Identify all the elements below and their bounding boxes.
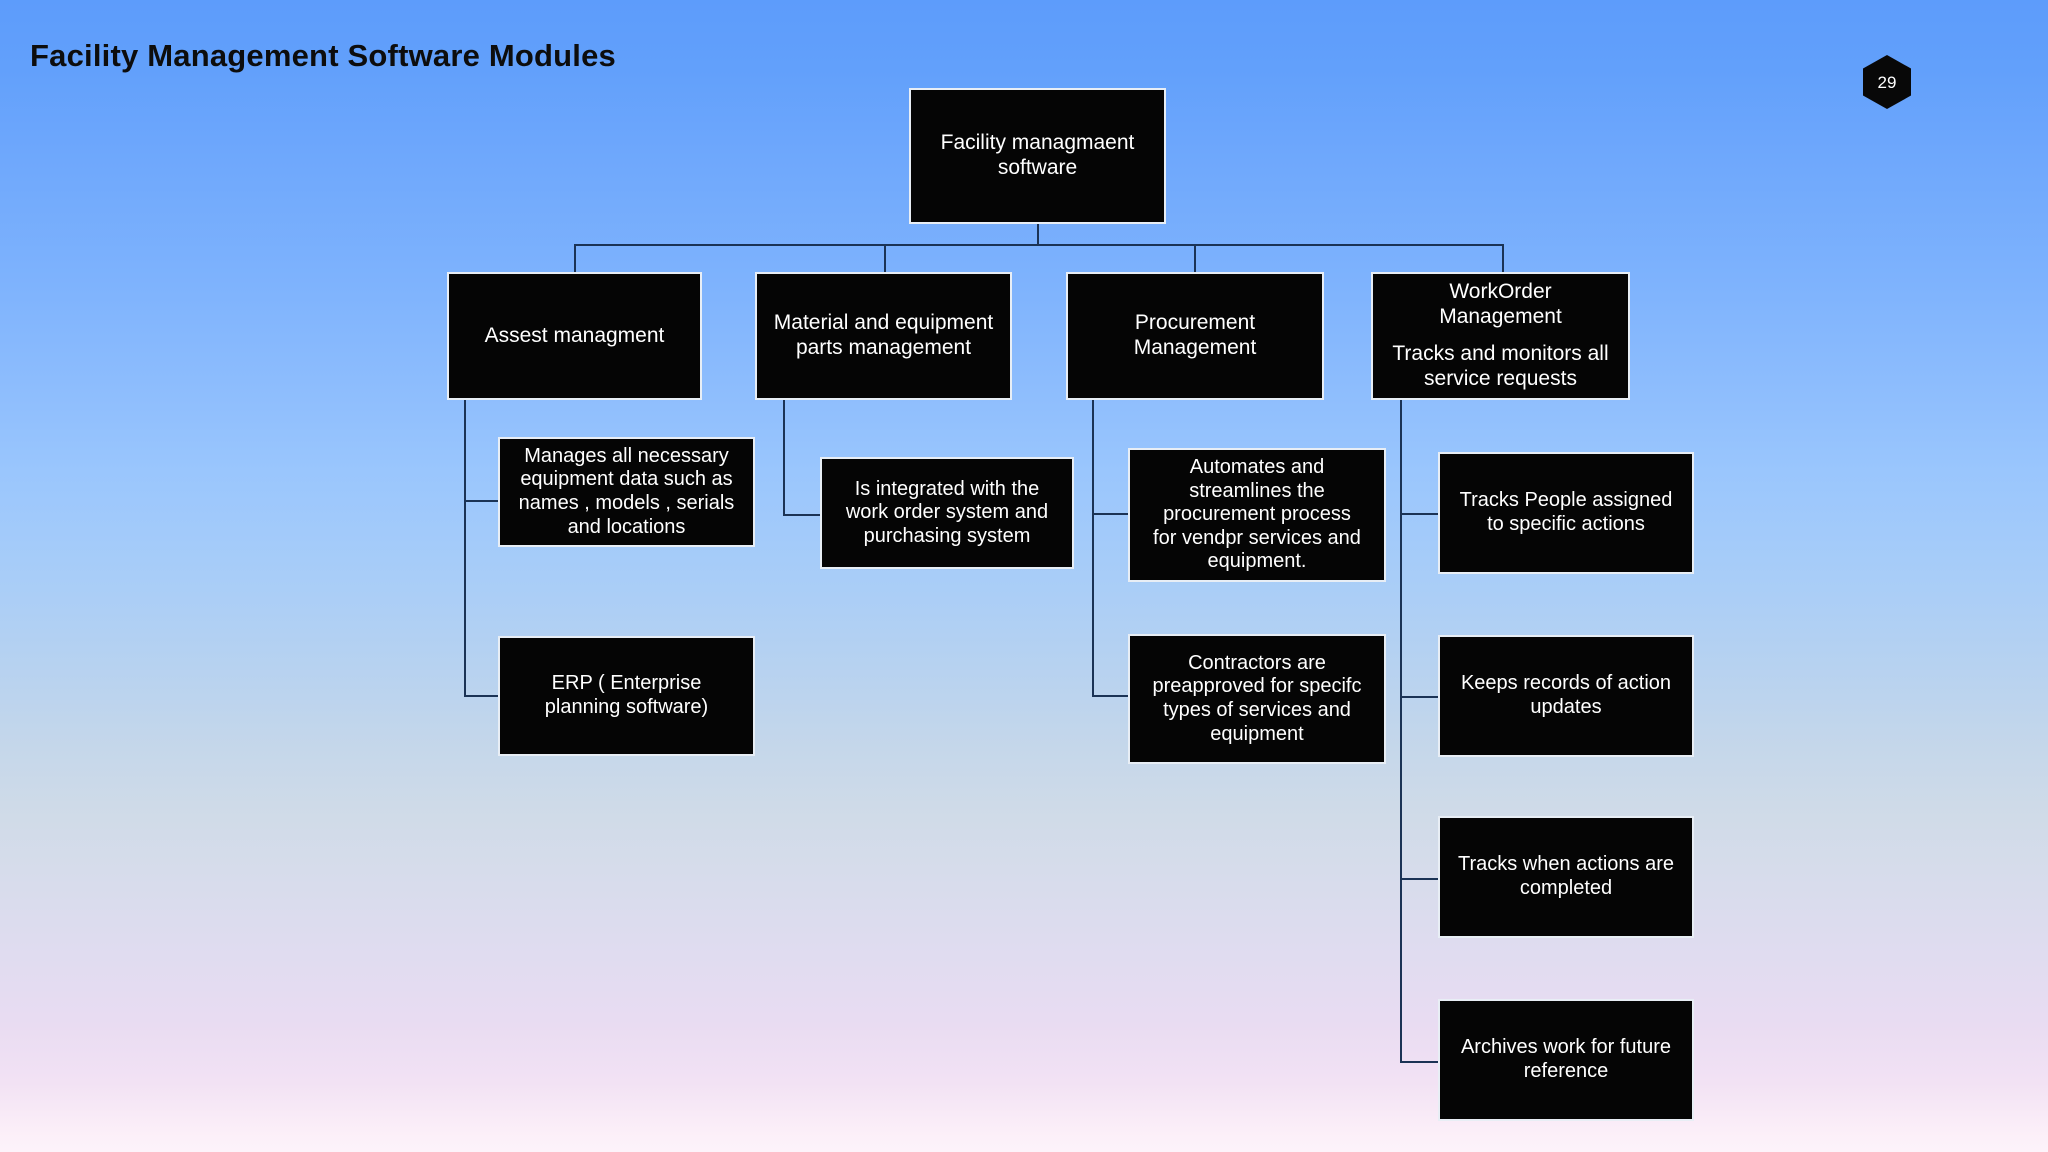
- node-workorder-management[interactable]: WorkOrder Management Tracks and monitors…: [1371, 272, 1630, 400]
- connector-root-bus: [574, 244, 1503, 246]
- node-automates-line5: equipment.: [1207, 550, 1307, 573]
- node-automates-procurement[interactable]: Automates and streamlines the procuremen…: [1128, 448, 1386, 582]
- connector-material-stub-1: [783, 514, 822, 516]
- connector-drop-workorder: [1502, 244, 1504, 273]
- node-workorder-subtitle-line1: Tracks and monitors all: [1392, 342, 1609, 365]
- connector-workorder-spine: [1400, 400, 1402, 1063]
- node-workorder-label-line2: Management: [1439, 305, 1562, 329]
- connector-workorder-stub-3: [1400, 878, 1440, 880]
- node-keeps-records[interactable]: Keeps records of action updates: [1438, 635, 1694, 757]
- node-material-label-line1: Material and equipment: [773, 311, 994, 335]
- node-asset-management[interactable]: Assest managment: [447, 272, 702, 400]
- page-title: Facility Management Software Modules: [30, 38, 616, 73]
- node-material-label-line2: parts management: [795, 336, 972, 359]
- node-material-equipment-parts[interactable]: Material and equipment parts management: [755, 272, 1012, 400]
- node-automates-line4: for vendpr services and: [1153, 526, 1361, 549]
- node-integrated-line2: work order system and: [845, 501, 1049, 524]
- node-keeps-records-line2: updates: [1530, 696, 1602, 718]
- node-procurement-label-line2: Management: [1133, 336, 1257, 359]
- node-equipment-data-line4: and locations: [567, 515, 686, 538]
- node-automates-line2: streamlines the: [1189, 479, 1325, 502]
- node-equipment-data-line2: equipment data such as: [520, 468, 733, 491]
- node-integrated-line1: Is integrated with the: [854, 477, 1040, 500]
- node-equipment-data-line3: names , models , serials: [518, 492, 735, 514]
- connector-workorder-stub-2: [1400, 696, 1440, 698]
- connector-procurement-stub-1: [1092, 513, 1130, 515]
- node-erp[interactable]: ERP ( Enterprise planning software): [498, 636, 755, 756]
- connector-asset-stub-1: [464, 500, 500, 502]
- page-number-badge: 29: [1863, 55, 1911, 109]
- node-erp-line2: planning software): [544, 696, 709, 718]
- node-equipment-data[interactable]: Manages all necessary equipment data suc…: [498, 437, 755, 547]
- connector-drop-material: [884, 244, 886, 273]
- hexagon-icon: [1863, 55, 1911, 109]
- node-equipment-data-line1: Manages all necessary: [524, 444, 729, 467]
- node-procurement-management[interactable]: Procurement Management: [1066, 272, 1324, 400]
- node-tracks-people-line2: to specific actions: [1487, 513, 1645, 535]
- connector-asset-spine: [464, 400, 466, 697]
- node-keeps-records-line1: Keeps records of action: [1460, 672, 1672, 695]
- node-integrated-line3: purchasing system: [863, 524, 1031, 547]
- node-procurement-label-line1: Procurement: [1134, 311, 1256, 335]
- node-automates-line3: procurement process: [1163, 503, 1351, 526]
- node-contractors-line3: types of services and: [1163, 699, 1351, 721]
- node-archives-work-line1: Archives work for future: [1460, 1036, 1672, 1059]
- node-tracks-people-line1: Tracks People assigned: [1459, 489, 1673, 512]
- node-tracks-completion[interactable]: Tracks when actions are completed: [1438, 816, 1694, 938]
- connector-asset-stub-2: [464, 695, 500, 697]
- page-number-label: 29: [1877, 72, 1897, 92]
- node-automates-line1: Automates and: [1189, 456, 1325, 479]
- connector-workorder-stub-4: [1400, 1061, 1440, 1063]
- connector-root-stem: [1037, 224, 1039, 245]
- connector-workorder-stub-1: [1400, 513, 1440, 515]
- node-root-label-line2: software: [997, 156, 1078, 179]
- connector-procurement-stub-2: [1092, 695, 1130, 697]
- node-contractors-line4: equipment: [1210, 722, 1304, 745]
- node-tracks-completion-line1: Tracks when actions are: [1457, 853, 1674, 876]
- node-root-label-line1: Facility managmaent: [940, 131, 1135, 155]
- node-contractors-preapproved[interactable]: Contractors are preapproved for specifc …: [1128, 634, 1386, 764]
- node-integrated-systems[interactable]: Is integrated with the work order system…: [820, 457, 1074, 569]
- node-workorder-subtitle-line2: service requests: [1424, 366, 1577, 390]
- connector-drop-procurement: [1194, 244, 1196, 273]
- node-tracks-completion-line2: completed: [1519, 877, 1613, 899]
- node-asset-management-label: Assest managment: [484, 323, 665, 347]
- connector-material-spine: [783, 400, 785, 516]
- node-root-facility-management-software[interactable]: Facility managmaent software: [909, 88, 1166, 224]
- connector-drop-asset: [574, 244, 576, 273]
- node-erp-line1: ERP ( Enterprise: [551, 672, 702, 695]
- node-workorder-label-line1: WorkOrder: [1449, 280, 1552, 304]
- node-contractors-line2: preapproved for specifc: [1152, 675, 1362, 698]
- node-archives-work[interactable]: Archives work for future reference: [1438, 999, 1694, 1121]
- node-archives-work-line2: reference: [1523, 1060, 1609, 1082]
- connector-procurement-spine: [1092, 400, 1094, 697]
- node-contractors-line1: Contractors are: [1188, 651, 1326, 674]
- node-tracks-people[interactable]: Tracks People assigned to specific actio…: [1438, 452, 1694, 574]
